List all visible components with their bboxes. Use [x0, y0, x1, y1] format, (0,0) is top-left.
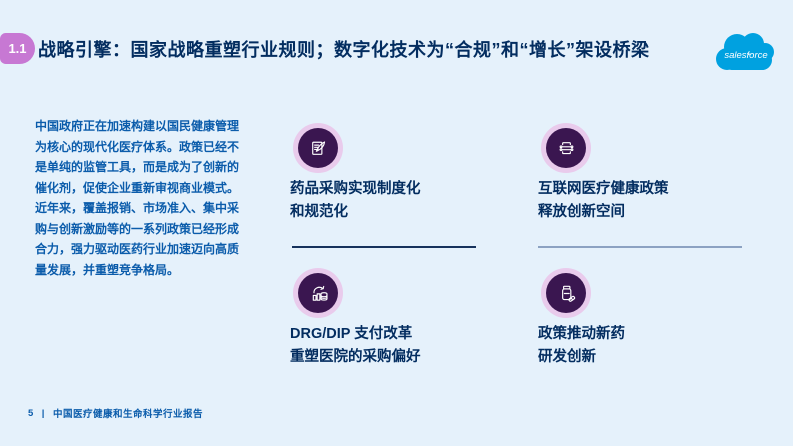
salesforce-logo-text: salesforce	[724, 50, 767, 61]
document-quill-icon	[298, 128, 338, 168]
item-label: DRG/DIP 支付改革 重塑医院的采购偏好	[290, 326, 421, 365]
page-number: 5	[28, 407, 34, 419]
section-number-badge: 1.1	[0, 33, 35, 64]
report-title: 中国医疗健康和生命科学行业报告	[52, 409, 203, 420]
coins-refresh-icon	[298, 273, 338, 313]
icon-ring	[541, 123, 591, 173]
grid-item-internet-healthcare: 互联网医疗健康政策 释放创新空间	[538, 123, 763, 224]
slide-title: 战略引擎：国家战略重塑行业规则；数字化技术为“合规”和“增长”架设桥梁	[38, 40, 650, 60]
footer-separator: |	[41, 407, 45, 419]
item-label: 互联网医疗健康政策 释放创新空间	[538, 181, 669, 220]
intro-paragraph: 中国政府正在加速构建以国民健康管理 为核心的现代化医疗体系。政策已经不 是单纯的…	[35, 119, 240, 277]
item-label: 药品采购实现制度化 和规范化	[290, 181, 421, 220]
salesforce-cloud-icon: salesforce	[716, 33, 774, 70]
grid-item-drug-procurement: 药品采购实现制度化 和规范化	[290, 123, 515, 224]
ai-circuit-icon	[546, 128, 586, 168]
icon-ring	[293, 123, 343, 173]
pill-bottle-icon	[546, 273, 586, 313]
icon-ring	[293, 268, 343, 318]
grid-item-drg-dip-reform: DRG/DIP 支付改革 重塑医院的采购偏好	[290, 268, 515, 369]
divider-left	[292, 246, 476, 248]
icon-ring	[541, 268, 591, 318]
grid-item-new-drug-innovation: 政策推动新药 研发创新	[538, 268, 763, 369]
divider-right	[538, 246, 742, 248]
item-label: 政策推动新药 研发创新	[538, 326, 625, 365]
salesforce-logo: salesforce	[712, 30, 778, 78]
footer: 5 | 中国医疗健康和生命科学行业报告	[28, 406, 203, 421]
